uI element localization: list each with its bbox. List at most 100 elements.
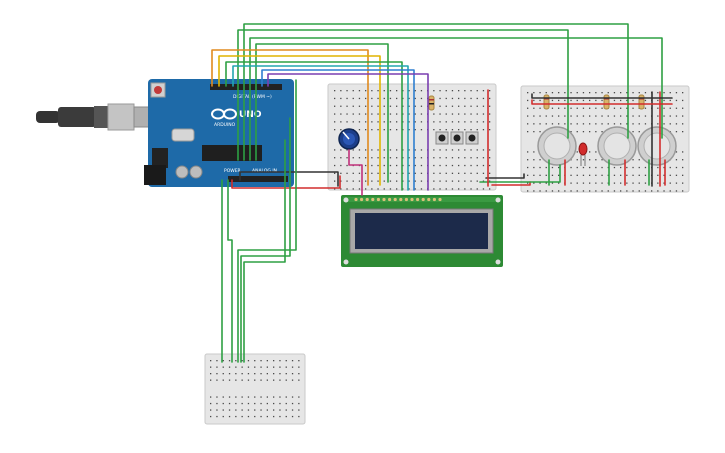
breadboard-hole	[626, 99, 628, 102]
breadboard-hole	[470, 121, 472, 123]
breadboard-hole	[298, 373, 300, 375]
breadboard-hole	[358, 172, 361, 174]
breadboard-hole	[340, 149, 342, 151]
breadboard-hole	[235, 366, 237, 368]
breadboard-hole	[613, 190, 616, 192]
lcd-pin	[371, 197, 375, 202]
breadboard-hole	[657, 123, 659, 125]
breadboard-hole	[235, 373, 237, 375]
breadboard-hole	[545, 166, 547, 169]
lcd-pin	[438, 197, 442, 202]
breadboard-hole	[482, 105, 485, 107]
breadboard-hole	[420, 113, 423, 115]
breadboard-hole	[682, 92, 684, 94]
breadboard-hole	[414, 149, 416, 151]
breadboard-hole	[663, 123, 665, 125]
breadboard-hole	[613, 166, 616, 169]
resistor-main	[428, 95, 435, 111]
breadboard-hole	[638, 123, 640, 125]
breadboard-hole	[260, 415, 262, 418]
breadboard-hole	[383, 105, 385, 107]
breadboard-hole	[595, 159, 597, 161]
breadboard-hole	[595, 190, 597, 192]
breadboard-hole	[396, 188, 398, 190]
breadboard-hole	[626, 182, 628, 184]
breadboard-hole	[439, 97, 441, 100]
breadboard-hole	[402, 105, 404, 107]
breadboard-hole	[222, 396, 224, 398]
breadboard-hole	[439, 180, 441, 182]
breadboard-hole	[570, 123, 572, 125]
breadboard-hole	[632, 159, 634, 161]
breadboard-hole	[620, 166, 622, 169]
breadboard-hole	[340, 97, 342, 100]
breadboard-hole	[433, 188, 435, 190]
breadboard-hole	[451, 172, 454, 174]
breadboard-hole	[396, 129, 398, 131]
breadboard-hole	[589, 182, 591, 184]
breadboard-hole	[620, 115, 622, 117]
breadboard-hole	[383, 121, 385, 123]
breadboard-hole	[352, 149, 354, 151]
breadboard-hole	[389, 157, 392, 159]
breadboard-hole	[620, 174, 622, 176]
breadboard-hole	[247, 409, 250, 411]
breadboard-hole	[228, 409, 231, 411]
breadboard-hole	[352, 97, 354, 100]
breadboard-hole	[228, 360, 231, 362]
breadboard-hole	[527, 159, 529, 161]
breadboard-hole	[607, 92, 609, 94]
breadboard-hole	[433, 113, 435, 115]
breadboard-hole	[539, 190, 541, 192]
breadboard-hole	[279, 415, 281, 418]
breadboard-hole	[582, 159, 585, 161]
wire-orange	[211, 49, 369, 186]
breadboard-hole	[445, 188, 447, 190]
breadboard-hole	[334, 180, 336, 182]
breadboard-hole	[285, 366, 287, 368]
breadboard-hole	[644, 166, 647, 169]
breadboard-hole	[663, 190, 665, 192]
digital-header-label: DIGITAL (PWM ~)	[233, 94, 272, 100]
breadboard-hole	[346, 105, 348, 107]
breadboard-hole	[420, 129, 423, 131]
breadboard-hole	[396, 172, 398, 174]
breadboard-hole	[595, 182, 597, 184]
breadboard-hole	[589, 166, 591, 169]
breadboard-hole	[601, 131, 603, 133]
resistor-right-3	[638, 94, 645, 110]
breadboard-hole	[365, 157, 367, 159]
breadboard-hole	[389, 164, 392, 167]
wire-green-bottom-3	[237, 79, 297, 363]
breadboard-hole	[539, 115, 541, 117]
breadboard-hole	[558, 99, 560, 102]
lcd-pin	[421, 197, 425, 202]
breadboard-hole	[358, 188, 361, 190]
breadboard-hole	[254, 366, 256, 368]
breadboard-hole	[235, 379, 237, 381]
breadboard-hole	[682, 182, 684, 184]
breadboard-hole	[539, 123, 541, 125]
breadboard-hole	[396, 157, 398, 159]
breadboard-hole	[396, 121, 398, 123]
breadboard-hole	[377, 180, 379, 182]
lcd-pin	[360, 197, 364, 202]
breadboard-hole	[334, 149, 336, 151]
breadboard-hole	[527, 107, 529, 109]
breadboard-hole	[383, 164, 385, 167]
breadboard-hole	[682, 190, 684, 192]
analog-header	[228, 176, 288, 182]
breadboard-hole	[414, 105, 416, 107]
breadboard-hole	[365, 149, 367, 151]
breadboard-hole	[570, 166, 572, 169]
breadboard-hole	[279, 402, 281, 405]
breadboard-hole	[632, 174, 634, 176]
breadboard-hole	[433, 180, 435, 182]
breadboard-hole	[365, 129, 367, 131]
breadboard-hole	[451, 105, 454, 107]
breadboard-hole	[632, 107, 634, 109]
breadboard-hole	[371, 90, 373, 92]
breadboard-hole	[371, 105, 373, 107]
breadboard-hole	[241, 409, 243, 411]
breadboard-hole	[470, 149, 472, 151]
